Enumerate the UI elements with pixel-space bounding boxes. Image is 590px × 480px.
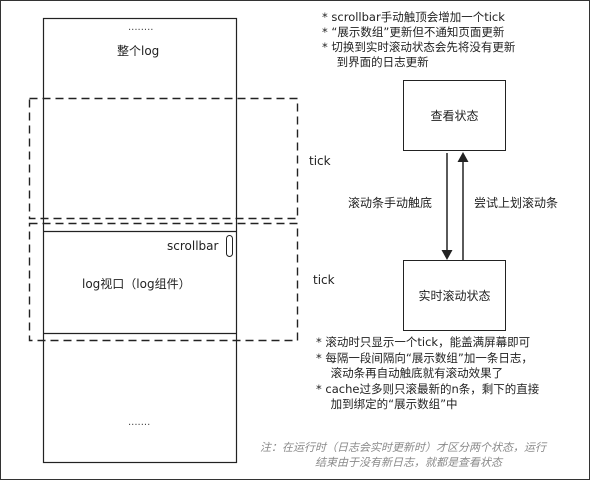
tick-region-2 [28,222,299,342]
arrowhead-down [441,250,453,260]
top-ellipsis: ........ [128,22,154,33]
whole-log-title: 整个log [117,44,160,58]
scrollbar-label: scrollbar [167,239,219,253]
bottom-notes: * 滚动时只显示一个tick，能盖满屏幕即可 * 每隔一段间隔向“展示数组”加一… [316,335,539,413]
log-viewport-label: log视口（log组件） [82,277,191,291]
top-note-3: * 切换到实时滚动状态会先将没有更新 [322,40,516,54]
bottom-note-5: 加到绑定的“展示数组”中 [316,397,458,411]
bottom-ellipsis: ....... [128,417,151,428]
view-state-box: 查看状态 [403,80,506,151]
tick-label-1: tick [309,154,331,168]
top-note-2: * “展示数组”更新但不通知页面更新 [322,25,505,39]
realtime-state-box: 实时滚动状态 [403,260,506,331]
bottom-note-3: 滚动条再自动触底就有滚动效果了 [316,366,504,380]
arrowhead-up [457,152,469,162]
to-view-transition-label: 尝试上划滚动条 [474,196,559,210]
to-realtime-transition-label: 滚动条手动触底 [348,196,433,210]
tick-region-1 [28,97,299,220]
bottom-note-2: * 每隔一段间隔向“展示数组”加一条日志， [316,350,533,365]
footnote-line-1: 注：在运行时（日志会实时更新时）才区分两个状态，运行 [260,441,546,454]
log-column [42,17,238,464]
footnote-line-2: 结束由于没有新日志，就都是查看状态 [315,456,502,469]
footnote: 注：在运行时（日志会实时更新时）才区分两个状态，运行 结束由于没有新日志，就都是… [260,440,546,470]
scrollbar-thumb [226,235,233,257]
realtime-state-label: 实时滚动状态 [418,289,491,303]
bottom-note-4: * cache过多则只滚最新的n条，剩下的直接 [316,381,540,396]
top-notes: * scrollbar手动触顶会增加一个tick * “展示数组”更新但不通知页… [322,10,515,70]
view-state-label: 查看状态 [430,109,479,123]
top-note-4: 到界面的日志更新 [322,55,429,69]
tick-label-2: tick [313,273,335,287]
top-note-1: * scrollbar手动触顶会增加一个tick [322,10,505,24]
bottom-note-1: * 滚动时只显示一个tick，能盖满屏幕即可 [316,335,531,349]
